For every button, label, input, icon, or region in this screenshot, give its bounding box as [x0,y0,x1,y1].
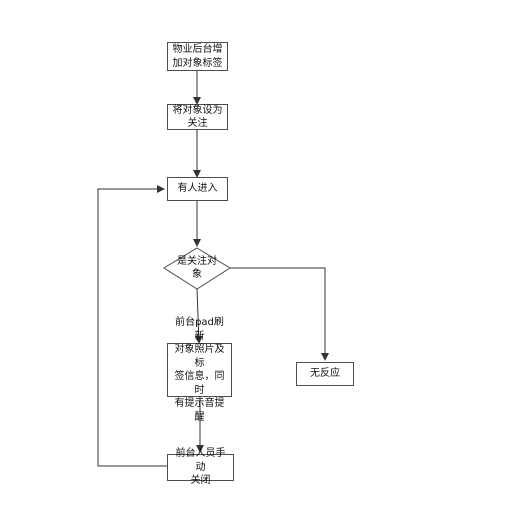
connector-decision-to-no-response [230,267,329,361]
node-add-tag: 物业后台增 加对象标签 [167,42,228,71]
node-manual-close-label: 前台人员手动 关闭 [175,448,226,487]
node-add-tag-label: 物业后台增 加对象标签 [172,44,223,69]
node-set-follow: 将对象设为 关注 [167,104,228,130]
node-is-followed-label: 是关注对 象 [177,255,217,281]
node-manual-close: 前台人员手动 关闭 [167,448,234,486]
node-person-enters: 有人进入 [167,177,228,201]
connector-manual-close-loop-back [97,185,167,467]
node-no-response: 无反应 [296,362,354,386]
connector-decision-to-refresh-pad [194,288,203,344]
decision-label-container: 是关注对 象 [170,254,224,282]
node-no-response-label: 无反应 [310,368,340,380]
node-refresh-pad: 前台pad刷新 对象照片及标 签信息，同时 有提示音提醒 [167,317,232,423]
node-set-follow-label: 将对象设为 关注 [172,104,223,130]
node-person-enters-label: 有人进入 [177,183,218,195]
node-refresh-pad-label: 前台pad刷新 对象照片及标 签信息，同时 有提示音提醒 [174,317,225,423]
